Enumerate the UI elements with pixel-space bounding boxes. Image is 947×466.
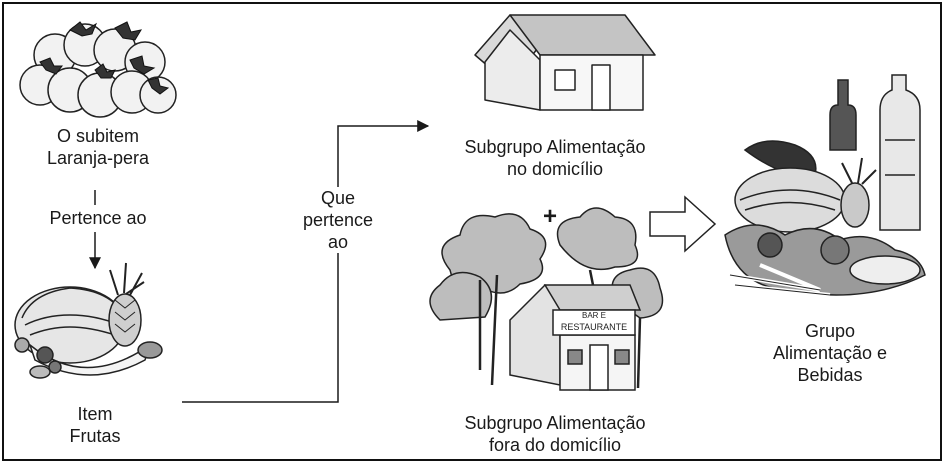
hollow-arrow-icon <box>649 195 717 253</box>
oranges-icon <box>19 21 177 118</box>
sign-line1: BAR E <box>582 311 606 320</box>
fruit-bowl-icon <box>14 262 163 379</box>
subgrupo-fora-label: Subgrupo Alimentação fora do domicílio <box>435 412 675 456</box>
subitem-line1: O subitem <box>56 126 140 146</box>
pertence-label: Pertence ao <box>49 208 147 228</box>
grupo-line2: Alimentação e <box>772 343 888 363</box>
que-line2: pertence <box>302 210 374 230</box>
connector-main <box>182 120 430 403</box>
grupo-line3: Bebidas <box>797 365 863 385</box>
que-line1: Que <box>320 188 356 208</box>
grupo-line1: Grupo <box>804 321 856 341</box>
sub-dom-line1: Subgrupo Alimentação <box>464 137 646 157</box>
house-icon <box>474 14 656 111</box>
que-pertence-label: Que pertence ao <box>290 187 386 253</box>
sub-fora-line1: Subgrupo Alimentação <box>464 413 646 433</box>
restaurant-icon: BAR E RESTAURANTE <box>429 207 664 391</box>
item-label: Item Frutas <box>45 403 145 447</box>
plus-sign: + <box>542 203 557 230</box>
que-line3: ao <box>327 232 349 252</box>
sign-line2: RESTAURANTE <box>561 322 627 332</box>
sub-fora-line2: fora do domicílio <box>488 435 622 455</box>
sub-dom-line2: no domicílio <box>506 159 604 179</box>
food-drinks-icon <box>724 74 926 297</box>
item-line1: Item <box>77 404 113 424</box>
grupo-label: Grupo Alimentação e Bebidas <box>755 320 905 386</box>
subitem-label: O subitem Laranja-pera <box>28 125 168 169</box>
item-line2: Frutas <box>69 426 121 446</box>
subitem-line2: Laranja-pera <box>46 148 150 168</box>
subgrupo-domicilio-label: Subgrupo Alimentação no domicílio <box>435 136 675 180</box>
